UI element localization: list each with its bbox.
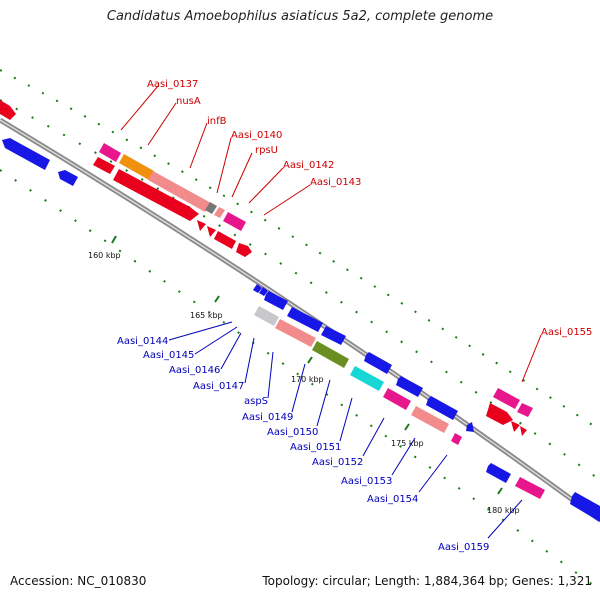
label-aasi-0146: Aasi_0146 [169,365,220,376]
gene-aasi-0147 [254,306,279,326]
gene-aasi-0149 [287,307,323,332]
gene-fwd-lower-2 [113,169,199,221]
label-aasi-0152: Aasi_0152 [312,457,363,468]
gene-aasi-0146 [264,291,288,310]
scale-tick-180: 180 kbp [487,487,520,515]
gene-aasi-0154a [426,396,458,420]
gene-aasi-0152 [383,388,411,410]
gene-fwd-small-1 [197,220,206,231]
gene-aasi-0144 [253,284,262,293]
scale-tick-165: 165 kbp [190,295,223,320]
label-aasi-0142: Aasi_0142 [283,160,334,171]
gene-aasi-0145 [259,287,268,296]
genome-backbone-inner [0,119,600,521]
label-infB: infB [207,116,227,127]
label-aasi-0159: Aasi_0159 [438,542,489,553]
scale-label: 160 kbp [88,251,121,260]
accession-text: Accession: NC_010830 [10,574,147,588]
label-aasi-0153: Aasi_0153 [341,476,392,487]
map-title: Candidatus Amoebophilus asiaticus 5a2, c… [106,9,494,24]
label-aasi-0143: Aasi_0143 [310,177,361,188]
forward-genes [0,100,533,436]
label-aasi-0150: Aasi_0150 [267,427,318,438]
tick-row-outer [0,69,600,431]
scale-label: 180 kbp [487,506,520,515]
gene-aasi-0140 [205,202,217,214]
label-aasi-0154: Aasi_0154 [367,494,418,505]
forward-label-group: Aasi_0137 nusA infB Aasi_0140 rpsU Aasi_… [120,79,592,383]
gene-aasi-0142 [223,212,246,231]
scale-tick-170: 170 kbp [291,356,324,384]
reverse-label-group: Aasi_0144 Aasi_0145 Aasi_0146 Aasi_0147 … [117,321,523,553]
topology-text: Topology: circular; Length: 1,884,364 bp… [262,574,592,588]
gene-aspS [275,319,316,347]
gene-rpsU [214,207,225,218]
label-aasi-0145: Aasi_0145 [143,350,194,361]
gene-arrow-fwd [0,100,16,120]
gene-fwd-small-2 [207,226,216,237]
gene-fwd-lower-5 [486,403,513,425]
gene-nusA [119,154,154,180]
label-aasi-0151: Aasi_0151 [290,442,341,453]
gene-aasi-0137 [99,143,121,162]
gene-infB [148,171,211,212]
tick-row-mid [0,99,600,481]
label-aasi-0144: Aasi_0144 [117,336,168,347]
label-aasi-0149: Aasi_0149 [242,412,293,423]
gene-rev-left [2,138,50,170]
gene-aasi-0152a [364,352,392,374]
label-rpsU: rpsU [255,145,278,156]
gene-fwd-small-4 [520,426,527,436]
gene-aasi-0153a [396,376,423,397]
scale-label: 170 kbp [291,375,324,384]
gene-fwd-lower-3 [214,231,236,249]
scale-label: 165 kbp [190,311,223,320]
gene-aasi-0159 [515,477,545,499]
reverse-genes [2,138,600,522]
gene-rev-right-1 [486,463,511,483]
gene-rev-left-2 [58,170,78,186]
gene-aasi-0153 [411,406,449,433]
gene-fwd-lower-1 [93,157,115,174]
label-nusA: nusA [176,96,201,107]
scale-label: 175 kbp [391,439,424,448]
gene-aasi-0155 [493,388,520,409]
gene-aasi-0151 [350,366,384,391]
gene-aasi-0150 [312,341,349,368]
gene-aasi-0155b [517,403,533,417]
gene-aasi-0154 [451,433,462,445]
label-aasi-0137: Aasi_0137 [147,79,198,90]
gene-rev-small [466,422,474,432]
gene-fwd-small-3 [511,421,520,432]
gene-aasi-0151a [321,326,346,345]
gene-rev-right-2 [570,492,600,522]
label-aspS: aspS [244,396,268,407]
label-aasi-0140: Aasi_0140 [231,130,282,141]
label-aasi-0155: Aasi_0155 [541,327,592,338]
gene-fwd-lower-4 [236,243,252,257]
scale-tick-160: 160 kbp [88,235,121,260]
label-aasi-0147: Aasi_0147 [193,381,244,392]
scale-tick-175: 175 kbp [391,423,424,448]
